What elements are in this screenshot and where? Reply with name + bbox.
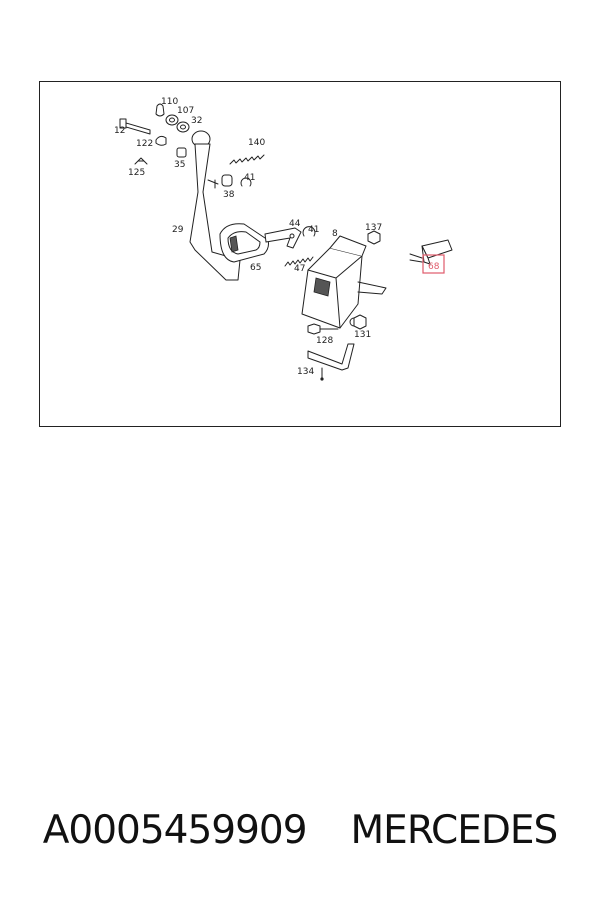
callout-128: 128 <box>316 336 333 346</box>
part-number: A0005459909 <box>42 807 308 853</box>
pedal-housing-8 <box>301 235 387 329</box>
clip-122 <box>155 135 167 146</box>
clip-41a <box>240 177 252 187</box>
pedal-pad-65 <box>219 223 269 263</box>
clip-125 <box>134 157 148 165</box>
callout-35: 35 <box>174 160 185 170</box>
highlight-box <box>422 254 445 274</box>
callout-134: 134 <box>297 367 314 377</box>
nut-137 <box>367 230 381 245</box>
callout-107: 107 <box>177 106 194 116</box>
callout-140: 140 <box>248 138 265 148</box>
callout-32: 32 <box>191 116 202 126</box>
parts-diagram: 12 110 107 32 122 35 125 140 41 38 29 65… <box>39 81 561 427</box>
bolt-128 <box>307 323 339 335</box>
callout-122: 122 <box>136 139 153 149</box>
pedal-lever-29 <box>189 130 241 281</box>
bushing-35 <box>176 147 187 158</box>
bolt-12 <box>119 118 151 135</box>
hose-134 <box>307 343 355 381</box>
callout-131: 131 <box>354 330 371 340</box>
callout-41-upper: 41 <box>244 173 255 183</box>
nut-131 <box>353 314 367 330</box>
callout-41-lower: 41 <box>308 225 319 235</box>
spring-140 <box>229 154 265 165</box>
callout-65: 65 <box>250 263 261 273</box>
pedal-assembly-drawing: 12 110 107 32 122 35 125 140 41 38 29 65… <box>114 97 453 381</box>
callout-12: 12 <box>114 126 125 136</box>
callout-8: 8 <box>332 229 338 239</box>
callout-68: 68 <box>428 262 440 272</box>
spring-47 <box>284 256 314 267</box>
brand-name: MERCEDES <box>350 807 559 853</box>
callout-125: 125 <box>128 168 145 178</box>
clip-41b <box>302 226 316 237</box>
bushing-32 <box>176 121 190 133</box>
callout-29: 29 <box>172 225 184 235</box>
callout-110: 110 <box>161 97 178 107</box>
callout-38: 38 <box>223 190 235 200</box>
bracket-44 <box>264 227 302 249</box>
callout-137: 137 <box>365 223 382 233</box>
washer-107 <box>165 114 179 126</box>
clip-110 <box>155 103 165 117</box>
bushing-38 <box>221 174 233 187</box>
callout-47: 47 <box>294 264 305 274</box>
callout-44: 44 <box>289 219 301 229</box>
stop-light-switch-68 <box>409 239 453 274</box>
part-caption: A0005459909 MERCEDES <box>0 800 600 860</box>
